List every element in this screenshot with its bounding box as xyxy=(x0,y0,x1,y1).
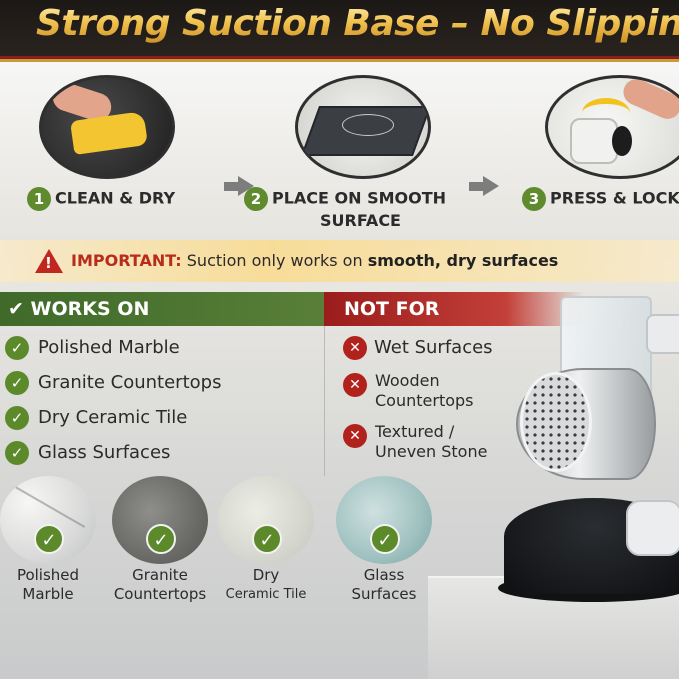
drum-face xyxy=(520,372,592,472)
towel-icon xyxy=(69,111,149,155)
header-banner: Strong Suction Base – No Slipping xyxy=(0,0,679,62)
check-icon: ✓ xyxy=(5,371,29,395)
press-lock-image xyxy=(545,75,679,179)
check-icon: ✓ xyxy=(5,336,29,360)
check-icon: ✓ xyxy=(34,524,64,554)
list-item: ✕Wet Surfaces xyxy=(343,336,493,360)
page-title: Strong Suction Base – No Slipping xyxy=(0,2,679,46)
x-icon: ✕ xyxy=(343,424,367,448)
warning-icon xyxy=(35,249,63,273)
lock-knob-icon xyxy=(570,118,618,164)
step-number-badge: 3 xyxy=(522,187,546,211)
arrow-right-icon xyxy=(469,176,499,196)
check-icon: ✔ xyxy=(8,298,24,320)
check-icon: ✓ xyxy=(370,524,400,554)
glass-swatch: ✓ xyxy=(336,476,432,564)
clean-dry-image xyxy=(39,75,175,179)
list-item: ✓Glass Surfaces xyxy=(5,441,170,465)
list-item: ✓Polished Marble xyxy=(5,336,180,360)
grater-product-image xyxy=(420,290,679,679)
crank-handle xyxy=(646,314,679,354)
list-item: ✓Dry Ceramic Tile xyxy=(5,406,187,430)
step-number-badge: 1 xyxy=(27,187,51,211)
list-item: ✓Granite Countertops xyxy=(5,371,221,395)
rotate-arrow-icon xyxy=(582,98,630,128)
smooth-surface-image xyxy=(295,75,431,179)
works-on-header: ✔ WORKS ON xyxy=(0,292,324,326)
steps-section xyxy=(0,62,679,240)
step-number-badge: 2 xyxy=(244,187,268,211)
granite-swatch: ✓ xyxy=(112,476,208,564)
important-banner: ! IMPORTANT: Suction only works on smoot… xyxy=(0,240,679,282)
check-icon: ✓ xyxy=(146,524,176,554)
check-icon: ✓ xyxy=(5,406,29,430)
column-divider xyxy=(324,326,325,476)
check-icon: ✓ xyxy=(5,441,29,465)
important-text: IMPORTANT: Suction only works on smooth,… xyxy=(71,251,559,270)
not-for-header: NOT FOR xyxy=(324,292,584,326)
x-icon: ✕ xyxy=(343,336,367,360)
check-icon: ✓ xyxy=(252,524,282,554)
suction-ring-icon xyxy=(342,114,394,136)
header-rule xyxy=(0,56,679,59)
marble-swatch: ✓ xyxy=(0,476,96,564)
lock-lever xyxy=(626,500,679,556)
lock-dot-icon xyxy=(612,126,632,156)
x-icon: ✕ xyxy=(343,373,367,397)
ceramic-tile-swatch: ✓ xyxy=(218,476,314,564)
